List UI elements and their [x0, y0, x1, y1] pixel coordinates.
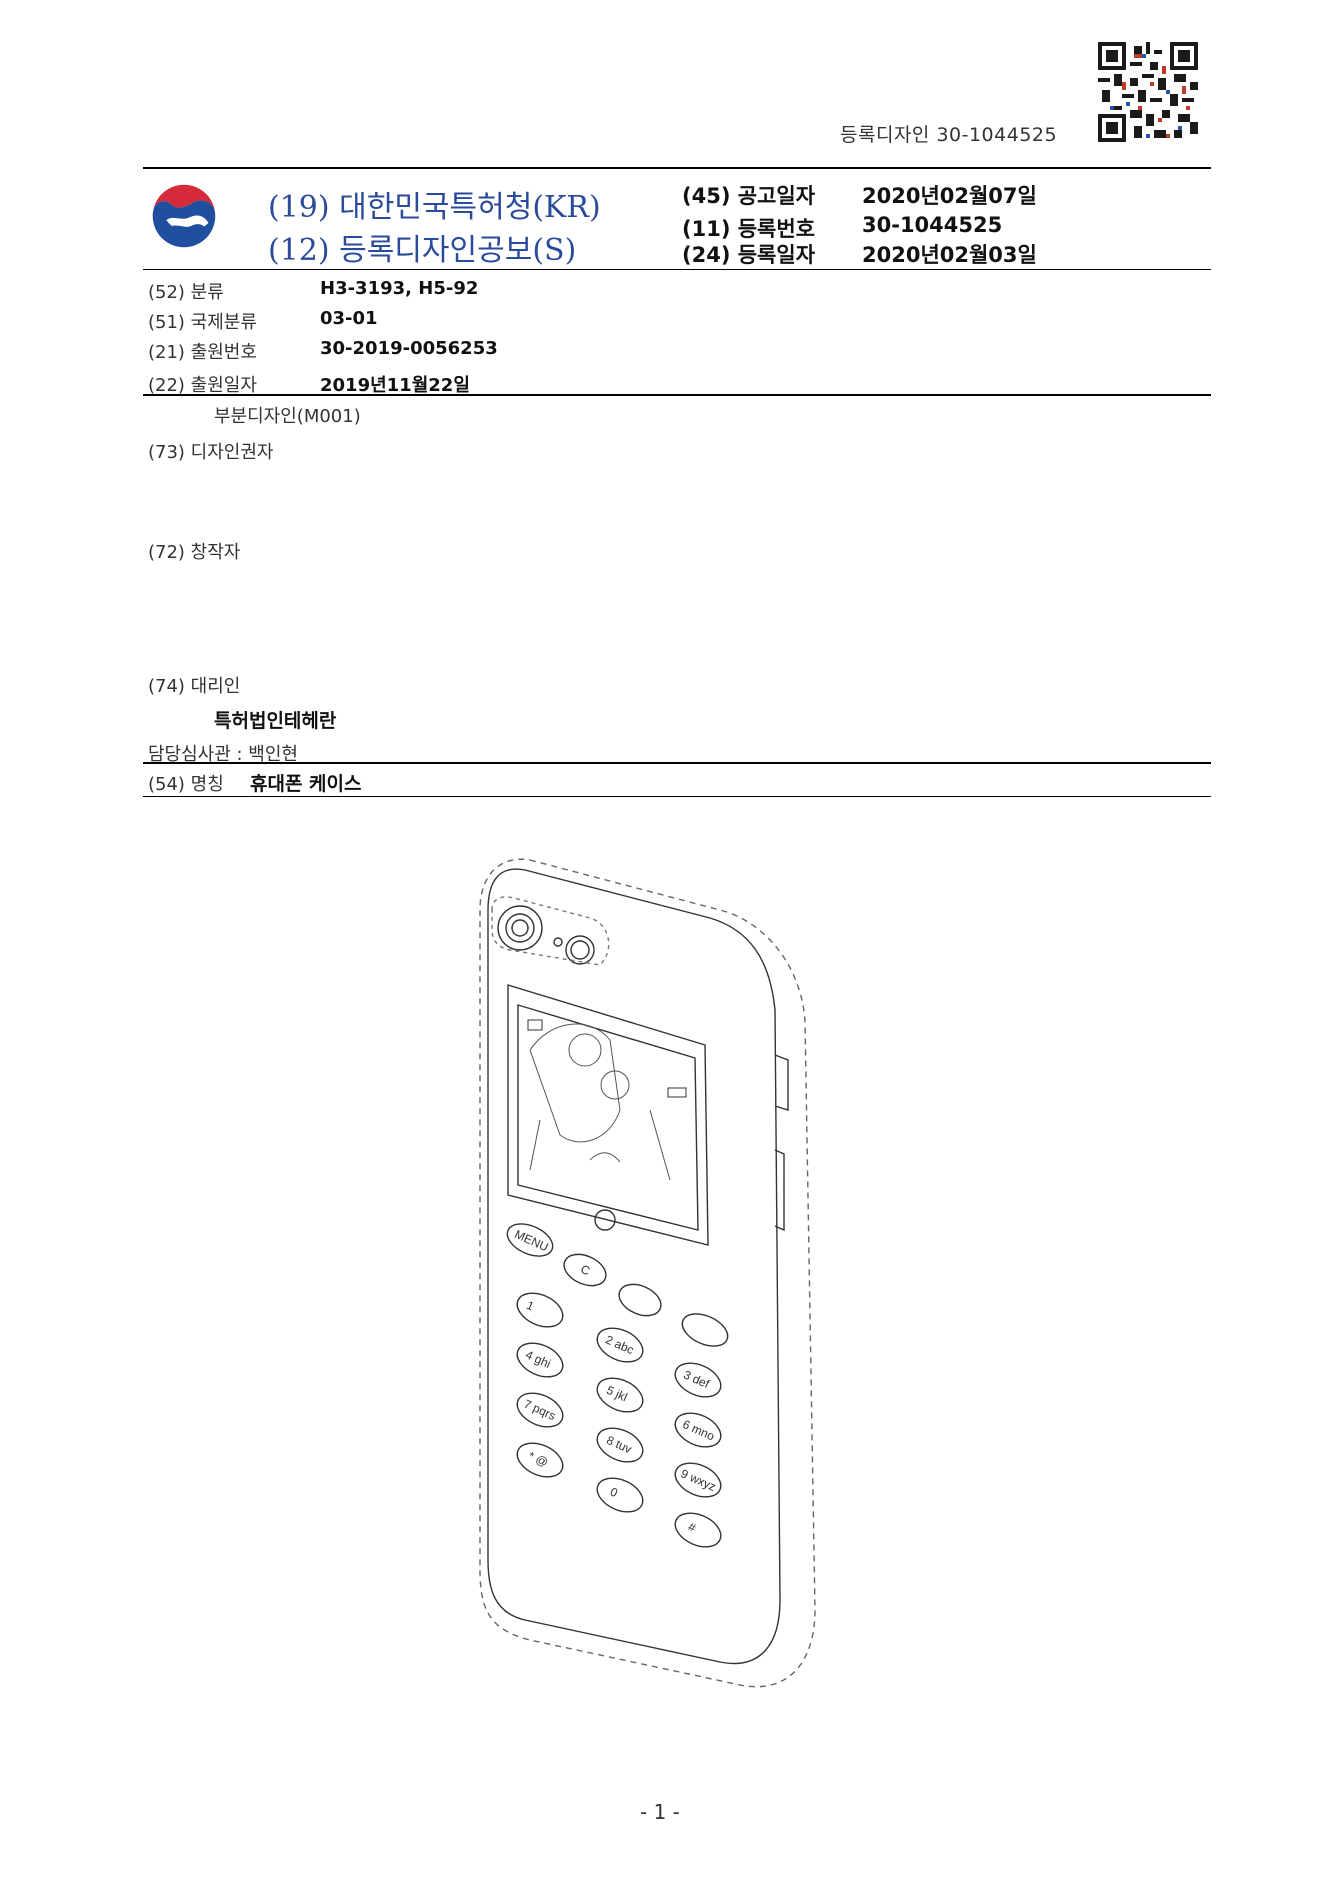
reg-date-value: 2020년02월03일: [862, 243, 1037, 267]
reg-no-value: 30-1044525: [862, 213, 1003, 237]
field-value-classification: H3-3193, H5-92: [320, 278, 479, 299]
examiner: 담당심사관 : 백인현: [148, 744, 298, 765]
reg-no-label: (11) 등록번호: [682, 217, 816, 241]
title-value: 휴대폰 케이스: [250, 773, 362, 795]
page-number: - 1 -: [640, 1800, 680, 1824]
creator-label: (72) 창작자: [148, 542, 241, 563]
field-value-intl-classification: 03-01: [320, 308, 378, 329]
key-8: 8 tuv: [604, 1433, 633, 1456]
kind-line: (12) 등록디자인공보(S): [268, 233, 577, 268]
key-0: 0: [608, 1485, 620, 1501]
country-line: (19) 대한민국특허청(KR): [268, 190, 601, 225]
phone-case-drawing: MENU C 1 2 abc 3 def 4 ghi 5 jkl 6 mno 7…: [479, 858, 816, 1688]
partial-design: 부분디자인(M001): [214, 406, 361, 427]
field-label-application-date: (22) 출원일자: [148, 375, 257, 396]
key-star: * @: [526, 1449, 550, 1470]
agent-label: (74) 대리인: [148, 676, 241, 697]
kipo-logo: [152, 184, 216, 248]
qr-code: [1098, 42, 1198, 142]
field-value-application-date: 2019년11월22일: [320, 375, 470, 396]
field-label-intl-classification: (51) 국제분류: [148, 312, 257, 333]
key-hash: #: [686, 1520, 698, 1536]
key-2: 2 abc: [603, 1333, 636, 1358]
pub-date-label: (45) 공고일자: [682, 184, 816, 208]
field-label-classification: (52) 분류: [148, 282, 224, 303]
title-label: (54) 명칭: [148, 774, 224, 795]
key-4: 4 ghi: [523, 1348, 552, 1371]
designer-label: (73) 디자인권자: [148, 442, 274, 463]
agent-value: 특허법인테헤란: [214, 710, 337, 732]
key-1: 1: [524, 1298, 536, 1314]
document-id: 등록디자인 30-1044525: [840, 124, 1058, 146]
field-label-application-no: (21) 출원번호: [148, 342, 257, 363]
pub-date-value: 2020년02월07일: [862, 184, 1037, 208]
field-value-application-no: 30-2019-0056253: [320, 338, 498, 359]
key-clear: C: [578, 1262, 592, 1278]
key-5: 5 jkl: [604, 1383, 629, 1404]
key-3: 3 def: [681, 1368, 712, 1392]
reg-date-label: (24) 등록일자: [682, 243, 816, 267]
